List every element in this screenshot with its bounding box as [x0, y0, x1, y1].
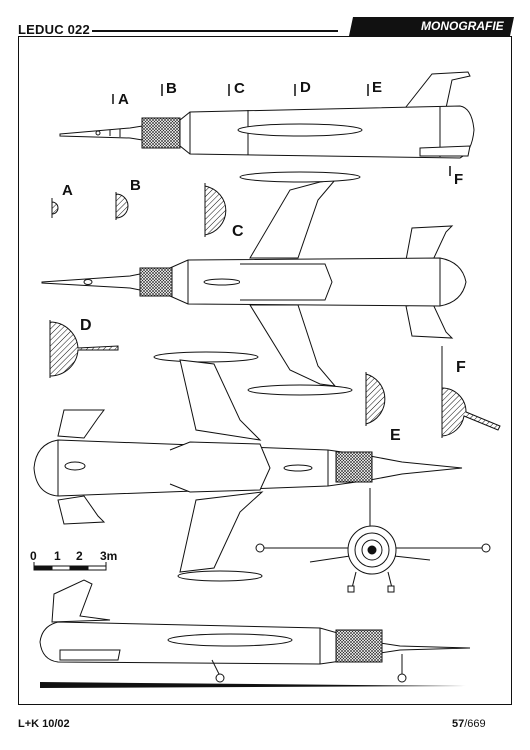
cut-marker-e: E [372, 79, 382, 96]
cut-marker-a: A [118, 91, 129, 108]
magazine-issue: L+K 10/02 [18, 718, 70, 730]
cross-section-c [204, 183, 227, 237]
drawing-frame [18, 36, 512, 705]
page-number-current: 57 [452, 718, 465, 730]
page-number: 57/669 [452, 718, 486, 730]
section-label-e: E [390, 427, 401, 444]
cut-marker-f: F [454, 171, 463, 188]
cross-section-e [365, 372, 386, 426]
cross-section-a [51, 198, 59, 218]
section-markers-top [112, 84, 451, 176]
page-header-title: LEDUC 022 [18, 22, 90, 37]
section-label-b: B [130, 177, 141, 194]
page-number-total: /669 [464, 718, 486, 730]
ground-line [40, 682, 466, 688]
cross-section-d [49, 320, 119, 378]
section-label-f: F [456, 359, 466, 376]
scale-tick-1: 1 [54, 549, 61, 563]
side-view-top [59, 71, 475, 159]
section-label-c: C [232, 223, 244, 240]
plan-view [41, 171, 467, 396]
cut-marker-d: D [300, 79, 311, 96]
header-rule [92, 30, 338, 32]
cross-section-f [441, 346, 501, 438]
scale-tick-0: 0 [30, 549, 37, 563]
side-view-bottom [39, 579, 471, 683]
scale-tick-3m: 3m [100, 549, 117, 563]
front-view [255, 488, 491, 593]
section-label-d: D [80, 317, 92, 334]
cut-marker-b: B [166, 80, 177, 97]
scale-bar [33, 562, 107, 571]
section-label-a: A [62, 182, 73, 199]
scale-tick-2: 2 [76, 549, 83, 563]
underside-view [33, 351, 463, 582]
cut-marker-c: C [234, 80, 245, 97]
cross-section-b [115, 192, 129, 220]
